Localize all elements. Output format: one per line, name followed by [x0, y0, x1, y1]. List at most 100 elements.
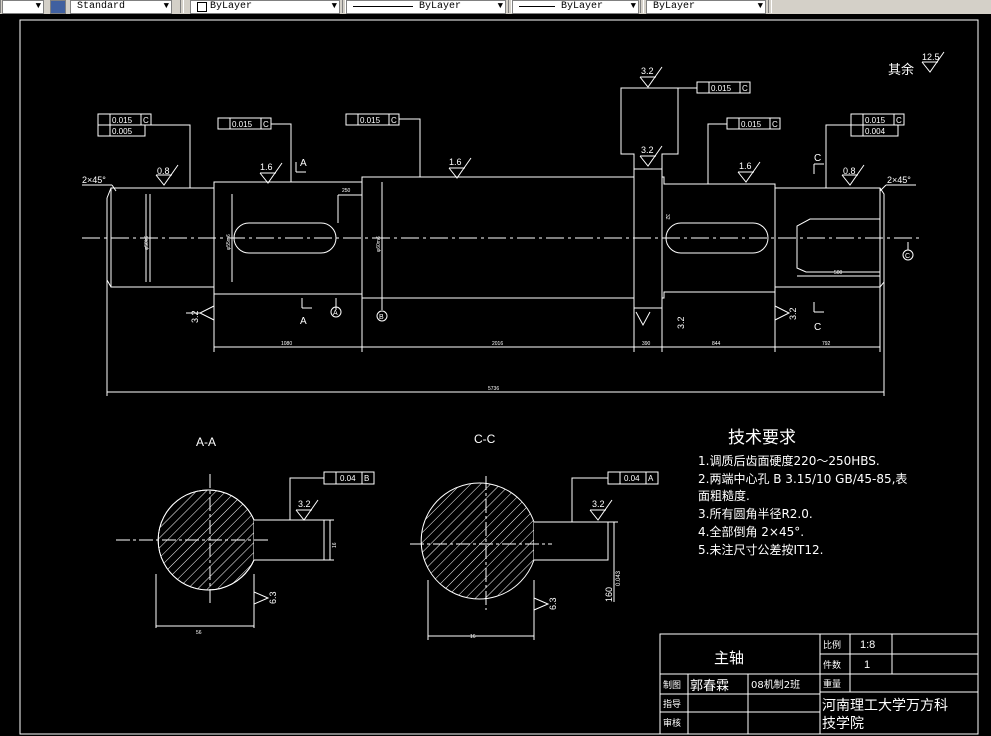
chevron-down-icon: ▼	[331, 1, 337, 11]
roughness-value: 3.2	[676, 316, 686, 329]
aa-roughness: 3.2	[298, 499, 311, 509]
roughness-value: 1.6	[739, 161, 752, 171]
text-style-dropdown[interactable]: Standard▼	[70, 0, 172, 14]
chevron-down-icon: ▼	[35, 1, 41, 11]
toolbar-separator	[508, 0, 512, 13]
title-guide-label: 指导	[663, 698, 681, 710]
toolbar-separator	[640, 0, 644, 13]
title-scale-value: 1:8	[860, 639, 875, 651]
cc-dim: 160	[604, 587, 614, 602]
cc-datum: A	[648, 474, 654, 483]
title-qty-value: 1	[864, 659, 870, 671]
datum-circle-b: B	[379, 314, 384, 321]
layer-dropdown[interactable]: ByLayer ▼	[190, 0, 340, 14]
dimension-texts: 1080 2016 390 844 792 5736 250 500 32 φ5…	[144, 188, 843, 392]
dim-text: 1080	[281, 341, 292, 347]
roughness-values: 0.8 1.6 1.6 3.2 3.2 1.6 0.8 12.5 3.2 3.2…	[157, 52, 940, 329]
roughness-value: 3.2	[788, 307, 798, 320]
dim-text: 844	[712, 341, 721, 347]
gdt-datum: C	[896, 116, 902, 125]
roughness-value: 3.2	[641, 145, 654, 155]
aa-dim: 56	[196, 630, 202, 636]
section-mark-a: A	[300, 316, 307, 327]
section-title-aa: A-A	[196, 435, 216, 449]
section-mark-c: C	[814, 153, 821, 164]
chamfer-right-label: 2×45°	[887, 175, 911, 185]
plotstyle-value: ByLayer	[653, 1, 696, 12]
roughness-value: 3.2	[190, 310, 200, 323]
title-drawn-label: 制图	[663, 679, 681, 691]
chevron-down-icon: ▼	[163, 1, 169, 11]
chevron-down-icon: ▼	[630, 1, 636, 11]
roughness-value: 1.6	[449, 157, 462, 167]
cad-drawing[interactable]: 1080 2016 390 844 792 5736 250 500 32 φ5…	[0, 14, 991, 736]
surface-finish-other-label: 其余	[888, 62, 914, 78]
dim-text: φ50k6	[144, 236, 150, 250]
dim-text: φ60m6	[376, 236, 382, 252]
gdt-datum: C	[143, 116, 149, 125]
properties-toolbar: ▼ Standard▼ ByLayer ▼ ByLayer ▼ ByLayer ▼ B…	[0, 0, 991, 15]
dim-text: 2016	[492, 341, 503, 347]
drawing-canvas[interactable]: 1080 2016 390 844 792 5736 250 500 32 φ5…	[0, 14, 991, 736]
drawing-border	[19, 19, 979, 735]
linetype-sample	[353, 6, 413, 7]
dim-text: 5736	[488, 386, 499, 392]
section-markers	[295, 162, 914, 322]
chamfer-callouts	[82, 184, 916, 192]
section-cc	[410, 471, 659, 640]
dim-text: 390	[642, 341, 651, 347]
gdt-tol: 0.005	[112, 127, 133, 136]
tech-req-item: 3.所有圆角半径R2.0.	[698, 507, 813, 521]
section-mark-a: A	[300, 158, 307, 169]
toolbar-separator	[342, 0, 346, 13]
title-review-label: 审核	[663, 717, 681, 729]
title-school-line1: 河南理工大学万方科	[822, 698, 948, 714]
cc-roughness: 6.3	[548, 597, 558, 610]
tech-req-item: 1.调质后齿面硬度220～250HBS.	[698, 453, 880, 468]
gdt-tol: 0.015	[711, 84, 732, 93]
tech-req-item: 面粗糙度.	[698, 488, 750, 503]
keyways	[233, 218, 880, 273]
dim-text: 250	[342, 188, 351, 194]
chevron-down-icon: ▼	[757, 1, 763, 11]
section-title-cc: C-C	[474, 432, 496, 446]
datum-circle-a: A	[333, 310, 338, 317]
toolbar-separator	[180, 0, 184, 13]
cc-sym-tol: 0.04	[624, 474, 640, 483]
lineweight-sample	[519, 6, 555, 7]
cc-dim: 0.043	[616, 570, 622, 586]
title-class-name: 08机制2班	[751, 678, 800, 691]
dim-text: 32	[664, 214, 670, 220]
cc-dim: 16	[470, 634, 476, 640]
gdt-tol: 0.015	[232, 120, 253, 129]
plotstyle-dropdown[interactable]: ByLayer ▼	[646, 0, 766, 14]
roughness-value: 1.6	[260, 162, 273, 172]
section-aa	[116, 471, 375, 628]
linetype-dropdown[interactable]: ByLayer ▼	[346, 0, 506, 14]
tech-req-item: 2.两端中心孔 B 3.15/10 GB/45-85,表	[698, 471, 907, 486]
title-school-line2: 技学院	[822, 716, 864, 732]
title-qty-label: 件数	[823, 659, 841, 671]
roughness-value: 3.2	[641, 66, 654, 76]
gdt-frames	[97, 81, 905, 188]
dimension-lines	[106, 182, 885, 396]
dim-text: φ55m6	[226, 234, 232, 250]
linetype-value: ByLayer	[419, 1, 462, 12]
gdt-values: 0.015 C 0.005 0.015 C 0.015 C 0.015 C 0.…	[112, 84, 902, 136]
roughness-value: 12.5	[922, 52, 940, 62]
gdt-datum: C	[772, 120, 778, 129]
text-style-icon[interactable]	[50, 0, 66, 14]
dim-text: 792	[822, 341, 831, 347]
gdt-tol: 0.004	[865, 127, 886, 136]
chevron-down-icon: ▼	[497, 1, 503, 11]
gdt-datum: C	[742, 84, 748, 93]
aa-roughness: 6.3	[268, 591, 278, 604]
roughness-value: 0.8	[157, 166, 170, 176]
lineweight-dropdown[interactable]: ByLayer ▼	[512, 0, 639, 14]
dim-style-dropdown-end[interactable]: ▼	[2, 0, 44, 14]
layer-value: ByLayer	[210, 1, 253, 12]
tech-req-item: 5.未注尺寸公差按IT12.	[698, 542, 823, 557]
title-drawn-name: 郭春霖	[690, 678, 729, 694]
chamfer-left-label: 2×45°	[82, 175, 106, 185]
lineweight-value: ByLayer	[561, 1, 604, 12]
